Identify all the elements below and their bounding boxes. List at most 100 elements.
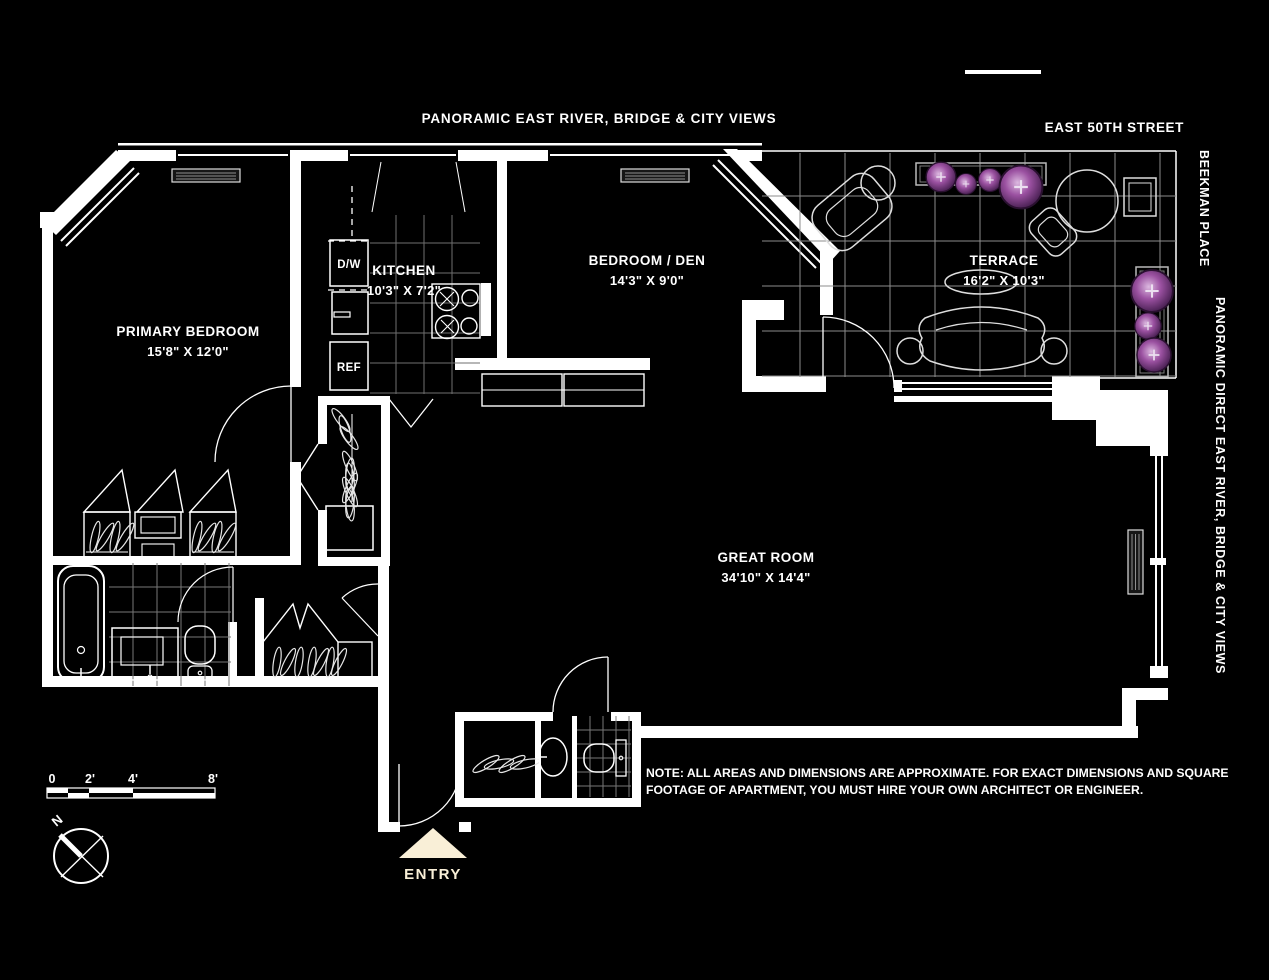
right-view-label: PANORAMIC DIRECT EAST RIVER, BRIDGE & CI… xyxy=(1213,297,1227,674)
beekman-place-label: BEEKMAN PLACE xyxy=(1197,150,1211,267)
compass: N xyxy=(49,812,109,884)
entry-arrow xyxy=(399,828,467,858)
hanger-icon xyxy=(279,647,297,677)
hanger-icon xyxy=(312,647,330,677)
hanger-icon xyxy=(197,522,217,552)
scale-tick-8: 8' xyxy=(208,772,218,786)
vanity-sink xyxy=(111,627,179,681)
note-line1: NOTE: ALL AREAS AND DIMENSIONS ARE APPRO… xyxy=(646,766,1229,780)
scale-tick-4: 4' xyxy=(128,772,138,786)
entry-marker: ENTRY xyxy=(399,828,467,883)
terrace-furniture xyxy=(811,162,1169,378)
hanger-icon xyxy=(325,646,335,678)
hangers xyxy=(89,407,541,774)
kitchen-dashed-lines xyxy=(328,186,370,291)
kitchen-dims: 10'3" X 7'2" xyxy=(367,283,441,298)
toilet xyxy=(184,625,216,681)
primary-bedroom-door xyxy=(214,385,292,463)
plant xyxy=(998,164,1044,210)
labels: PANORAMIC EAST RIVER, BRIDGE & CITY VIEW… xyxy=(116,111,1228,797)
powder-floor-grid xyxy=(577,716,631,797)
scale-tick-2: 2' xyxy=(85,772,95,786)
hanger-icon xyxy=(330,647,348,677)
entry-label: ENTRY xyxy=(404,866,462,883)
plant xyxy=(1130,269,1174,313)
terrace-label: TERRACE xyxy=(970,253,1039,268)
radiator-units xyxy=(171,168,1144,595)
primary-bedroom-label: PRIMARY BEDROOM xyxy=(116,324,259,339)
walls xyxy=(40,70,1168,832)
stool xyxy=(1040,337,1068,365)
bifold-door xyxy=(82,468,131,513)
door-arc xyxy=(341,583,379,599)
bathroom-floor-grid xyxy=(109,563,231,686)
powder-faucet xyxy=(536,751,547,763)
hanger-icon xyxy=(339,425,359,451)
entry-door xyxy=(398,763,462,827)
bedroom-den-label: BEDROOM / DEN xyxy=(589,253,706,268)
great-room-label: GREAT ROOM xyxy=(718,550,815,565)
side-table xyxy=(1123,177,1157,217)
bedroom-closets xyxy=(82,468,237,563)
hanger-icon xyxy=(307,646,317,678)
hanger-icon xyxy=(89,520,101,554)
bifold-door xyxy=(135,468,184,513)
round-table xyxy=(1055,169,1119,233)
dishwasher xyxy=(329,239,369,287)
hanger-icon xyxy=(95,522,115,552)
logo-underline xyxy=(965,70,1041,74)
radiator-great-room xyxy=(1127,529,1144,595)
kitchen-floor-grid xyxy=(370,215,480,394)
bifold-door xyxy=(188,468,237,513)
radiator-den xyxy=(620,168,690,183)
sink-handle xyxy=(333,311,351,318)
terrace-chair xyxy=(1028,207,1078,257)
small-round-table xyxy=(860,165,896,201)
stool xyxy=(896,337,924,365)
powder-room-door xyxy=(552,656,609,713)
radiator-primary xyxy=(171,168,241,183)
note-line2: FOOTAGE OF APARTMENT, YOU MUST HIRE YOUR… xyxy=(646,783,1143,797)
terrace-floor-grid xyxy=(762,153,1176,377)
kitchen-label: KITCHEN xyxy=(372,263,436,278)
hanger-icon xyxy=(272,646,282,678)
hanger-icon xyxy=(109,520,121,554)
windows xyxy=(60,154,1163,670)
curved-sofa xyxy=(918,306,1046,371)
bathroom-fixtures xyxy=(57,565,234,683)
curved-sofa-seat xyxy=(935,321,1028,331)
great-room-dims: 34'10" X 14'4" xyxy=(721,570,810,585)
hanger-icon xyxy=(338,415,352,443)
lounge-chair xyxy=(811,172,893,252)
terrace-outline xyxy=(762,150,1177,379)
hall-closet xyxy=(296,414,374,551)
dishwasher-label: D/W xyxy=(337,259,361,271)
scale-bar: 0 2' 4' 8' xyxy=(46,772,218,799)
powder-fixtures xyxy=(536,737,627,777)
side-table-inner xyxy=(1128,182,1152,212)
scale-tick-0: 0 xyxy=(49,772,56,786)
hanger-icon xyxy=(211,520,223,554)
plant xyxy=(1136,337,1172,373)
terrace-dims: 16'2" X 10'3" xyxy=(963,273,1045,288)
primary-bedroom-dims: 15'8" X 12'0" xyxy=(147,344,229,359)
bedroom-den-dims: 14'3" X 9'0" xyxy=(610,273,684,288)
door-arc xyxy=(177,566,234,623)
powder-toilet xyxy=(583,739,627,777)
den-storage xyxy=(481,373,645,407)
plant xyxy=(925,161,957,193)
hanger-icon xyxy=(294,646,304,678)
hanger-icon xyxy=(345,485,355,519)
kitchen-opening xyxy=(388,398,434,429)
door-leaf xyxy=(341,597,379,637)
plant xyxy=(955,173,977,195)
refrigerator-label: REF xyxy=(337,362,361,374)
hanger-icon xyxy=(498,754,526,774)
hanger-icon xyxy=(191,520,203,554)
refrigerator xyxy=(329,341,369,391)
kitchen-fixtures xyxy=(328,161,481,429)
terrace-door xyxy=(822,316,895,389)
doors xyxy=(214,316,895,827)
